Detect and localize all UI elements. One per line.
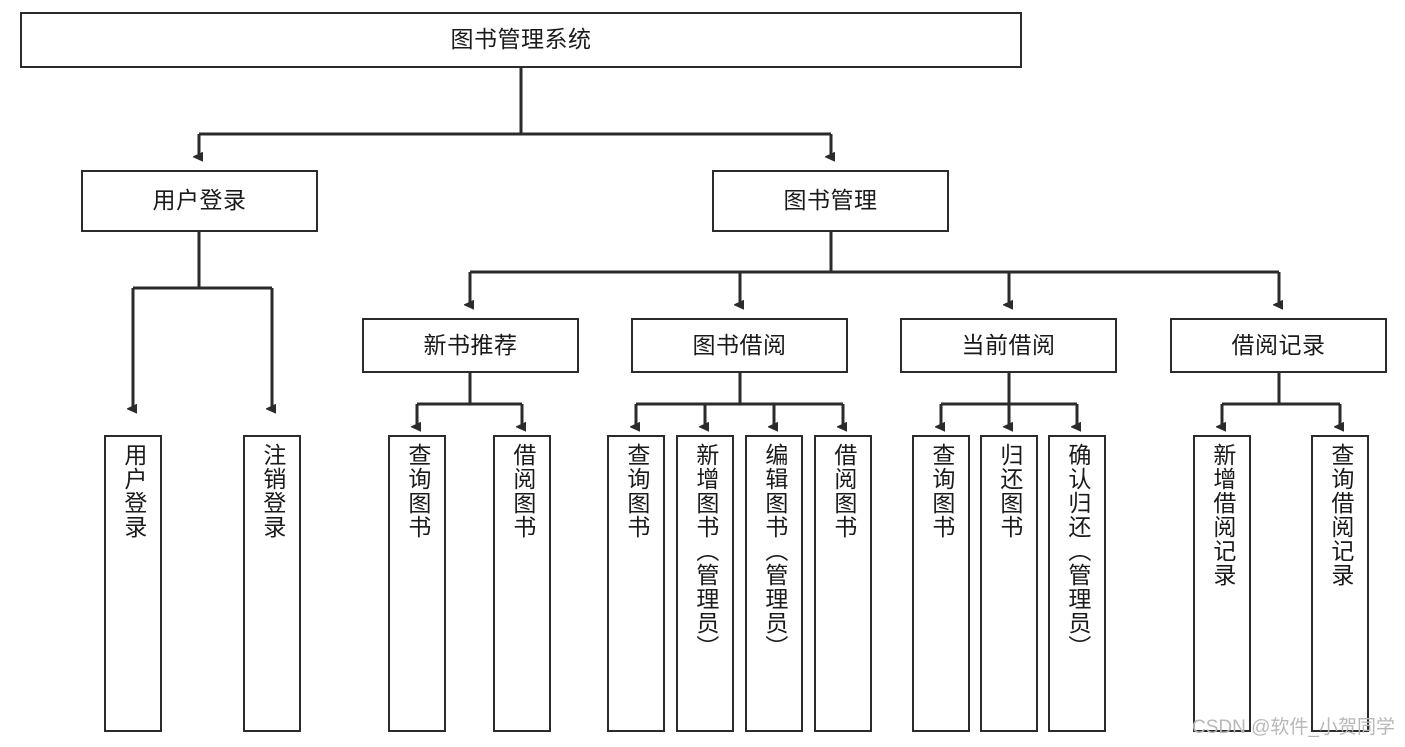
- node-label: 新书推荐: [423, 331, 518, 358]
- node-root-system[interactable]: 图书管理系统: [20, 12, 1022, 68]
- node-label: 当前借阅: [961, 331, 1056, 358]
- node-current-borrow[interactable]: 当前借阅: [900, 318, 1117, 373]
- node-label: 注销登录: [259, 443, 286, 539]
- node-leaf-query-borrow-record[interactable]: 查询借阅记录: [1311, 435, 1369, 732]
- node-user-login[interactable]: 用户登录: [81, 170, 318, 232]
- node-book-manage[interactable]: 图书管理: [712, 170, 949, 232]
- node-label: 查询图书: [404, 443, 431, 539]
- node-label: 图书管理: [783, 187, 878, 214]
- node-label: 用户登录: [152, 187, 247, 214]
- node-leaf-confirm-return-admin[interactable]: 确认归还（管理员）: [1048, 435, 1106, 732]
- node-label: 归还图书: [996, 443, 1023, 539]
- node-label: 借阅图书: [509, 443, 536, 539]
- node-new-book-recommend[interactable]: 新书推荐: [362, 318, 579, 373]
- node-leaf-return-book[interactable]: 归还图书: [980, 435, 1038, 732]
- node-label: 确认归还（管理员）: [1064, 443, 1091, 659]
- node-borrow-record[interactable]: 借阅记录: [1170, 318, 1387, 373]
- node-label: 编辑图书（管理员）: [761, 443, 788, 659]
- node-leaf-query-book-rec[interactable]: 查询图书: [388, 435, 446, 732]
- node-leaf-query-book-current[interactable]: 查询图书: [912, 435, 970, 732]
- node-leaf-edit-book-admin[interactable]: 编辑图书（管理员）: [745, 435, 803, 732]
- node-label: 用户登录: [120, 443, 147, 539]
- node-label: 新增图书（管理员）: [692, 443, 719, 659]
- node-label: 查询借阅记录: [1327, 443, 1354, 587]
- node-leaf-add-book-admin[interactable]: 新增图书（管理员）: [676, 435, 734, 732]
- node-leaf-borrow-book-rec[interactable]: 借阅图书: [493, 435, 551, 732]
- node-book-borrow[interactable]: 图书借阅: [631, 318, 848, 373]
- watermark-text: CSDN @软件_小贺同学: [1192, 717, 1395, 738]
- node-leaf-add-borrow-record[interactable]: 新增借阅记录: [1193, 435, 1251, 732]
- node-label: 查询图书: [623, 443, 650, 539]
- node-label: 借阅记录: [1231, 331, 1326, 358]
- node-label: 借阅图书: [830, 443, 857, 539]
- node-label: 新增借阅记录: [1209, 443, 1236, 587]
- node-leaf-user-login[interactable]: 用户登录: [104, 435, 162, 732]
- node-label: 图书借阅: [692, 331, 787, 358]
- node-leaf-user-logout[interactable]: 注销登录: [243, 435, 301, 732]
- node-label: 查询图书: [928, 443, 955, 539]
- node-leaf-query-book-borrow[interactable]: 查询图书: [607, 435, 665, 732]
- node-leaf-borrow-book-borrow[interactable]: 借阅图书: [814, 435, 872, 732]
- node-label: 图书管理系统: [450, 26, 592, 53]
